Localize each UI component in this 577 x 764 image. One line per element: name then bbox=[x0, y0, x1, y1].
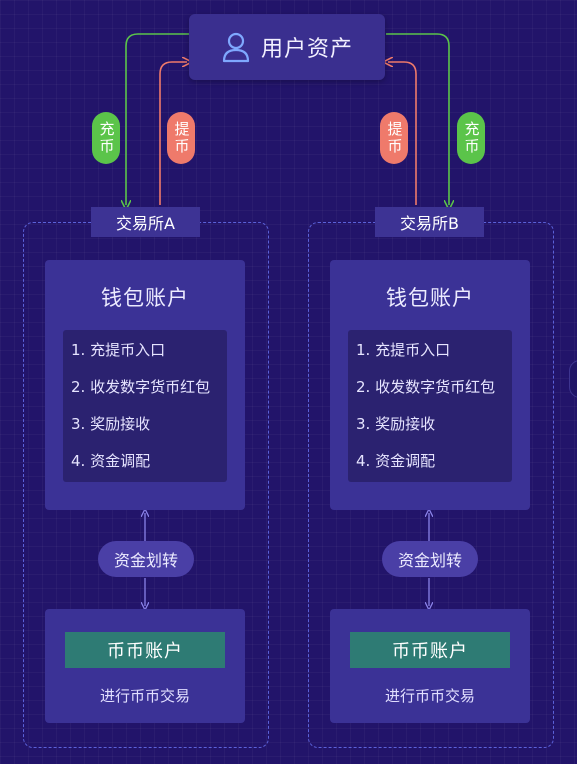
withdraw-pill-a: 提币 bbox=[167, 112, 195, 164]
list-item: 3. 奖励接收 bbox=[71, 415, 151, 433]
list-item: 4. 资金调配 bbox=[356, 452, 436, 470]
deposit-pill-b: 充币 bbox=[457, 112, 485, 164]
deposit-arrow-a bbox=[126, 33, 189, 205]
exchange-b-coin-account: 币币账户 进行币币交易 bbox=[330, 609, 530, 723]
exchange-a-transfer-pill: 资金划转 bbox=[98, 541, 194, 577]
withdraw-pill-b: 提币 bbox=[380, 112, 408, 164]
coin-account-subtitle: 进行币币交易 bbox=[99, 687, 190, 705]
list-item: 2. 收发数字货币红包 bbox=[356, 378, 496, 396]
withdraw-arrow-b bbox=[388, 62, 417, 205]
deposit-arrow-b bbox=[386, 33, 449, 205]
exchange-a-wallet-account: 钱包账户 1. 充提币入口 2. 收发数字货币红包 3. 奖励接收 4. 资金调… bbox=[45, 260, 245, 510]
coin-account-subtitle: 进行币币交易 bbox=[384, 687, 475, 705]
list-item: 3. 奖励接收 bbox=[356, 415, 436, 433]
list-item: 1. 充提币入口 bbox=[71, 341, 166, 359]
wallet-title: 钱包账户 bbox=[386, 286, 474, 310]
user-assets-box: 用户资产 bbox=[189, 14, 385, 80]
withdraw-arrow-a bbox=[159, 62, 187, 205]
exchange-a-coin-account: 币币账户 进行币币交易 bbox=[45, 609, 245, 723]
user-assets-label: 用户资产 bbox=[260, 37, 353, 62]
list-item: 2. 收发数字货币红包 bbox=[71, 378, 211, 396]
edge-handle[interactable] bbox=[569, 360, 577, 398]
wallet-title: 钱包账户 bbox=[101, 286, 189, 310]
list-item: 4. 资金调配 bbox=[71, 452, 151, 470]
list-item: 1. 充提币入口 bbox=[356, 341, 451, 359]
exchange-a-label: 交易所A bbox=[91, 207, 200, 237]
exchange-b-wallet-account: 钱包账户 1. 充提币入口 2. 收发数字货币红包 3. 奖励接收 4. 资金调… bbox=[330, 260, 530, 510]
wallet-feature-list: 1. 充提币入口 2. 收发数字货币红包 3. 奖励接收 4. 资金调配 bbox=[63, 330, 227, 482]
exchange-b-label: 交易所B bbox=[375, 207, 484, 237]
coin-account-title: 币币账户 bbox=[65, 632, 225, 668]
exchange-b-transfer-pill: 资金划转 bbox=[382, 541, 478, 577]
wallet-feature-list: 1. 充提币入口 2. 收发数字货币红包 3. 奖励接收 4. 资金调配 bbox=[348, 330, 512, 482]
coin-account-title: 币币账户 bbox=[350, 632, 510, 668]
user-icon bbox=[222, 32, 250, 63]
deposit-pill-a: 充币 bbox=[92, 112, 120, 164]
